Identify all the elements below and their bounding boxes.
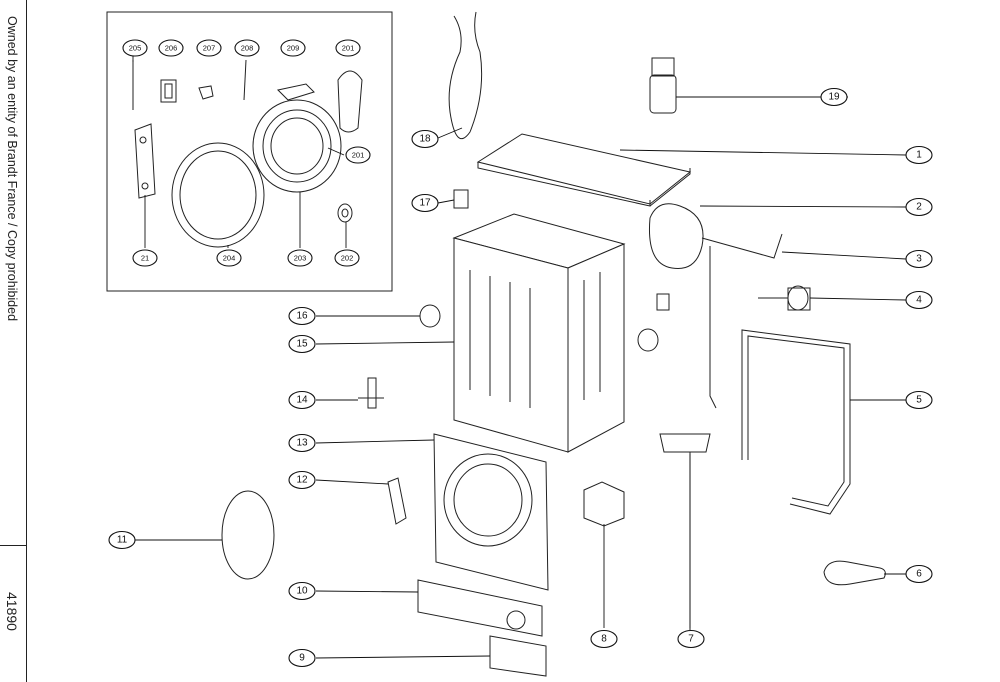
- door-inset-frame: [106, 11, 393, 292]
- svg-text:17: 17: [419, 198, 431, 209]
- svg-text:2: 2: [916, 202, 922, 213]
- svg-text:1: 1: [916, 150, 922, 161]
- callout-13: 13: [288, 433, 316, 453]
- svg-text:9: 9: [299, 653, 305, 664]
- inset-callout-206: 206: [158, 39, 184, 57]
- callout-17: 17: [411, 193, 439, 213]
- callout-1: 1: [905, 145, 933, 165]
- svg-text:203: 203: [294, 254, 307, 263]
- svg-text:10: 10: [296, 586, 308, 597]
- callout-9: 9: [288, 648, 316, 668]
- callout-2: 2: [905, 197, 933, 217]
- svg-text:207: 207: [203, 44, 216, 53]
- inset-callout-203: 203: [287, 249, 313, 267]
- callout-7: 7: [677, 629, 705, 649]
- svg-text:209: 209: [287, 44, 300, 53]
- inset-callout-201-ring: 201: [345, 146, 371, 164]
- inset-callout-202: 202: [334, 249, 360, 267]
- svg-text:201: 201: [342, 44, 355, 53]
- main-parts: [221, 11, 886, 677]
- svg-text:208: 208: [241, 44, 254, 53]
- svg-text:202: 202: [341, 254, 354, 263]
- callout-3: 3: [905, 249, 933, 269]
- svg-text:21: 21: [141, 254, 149, 263]
- leader-lines: [132, 56, 907, 659]
- callout-8: 8: [590, 629, 618, 649]
- callout-4: 4: [905, 290, 933, 310]
- callout-14: 14: [288, 390, 316, 410]
- svg-text:201: 201: [352, 151, 365, 160]
- sidebar-strip: Owned by an entity of Brandt France / Co…: [0, 0, 27, 682]
- callout-15: 15: [288, 334, 316, 354]
- callout-19: 19: [820, 87, 848, 107]
- svg-text:4: 4: [916, 295, 922, 306]
- svg-text:206: 206: [165, 44, 178, 53]
- inset-callout-21: 21: [132, 249, 158, 267]
- svg-text:5: 5: [916, 395, 922, 406]
- inset-callout-209: 209: [280, 39, 306, 57]
- callout-10: 10: [288, 581, 316, 601]
- inset-callout-207: 207: [196, 39, 222, 57]
- svg-text:8: 8: [601, 634, 607, 645]
- svg-text:3: 3: [916, 254, 922, 265]
- inset-callout-201-top: 201: [335, 39, 361, 57]
- sidebar-divider: [0, 545, 27, 546]
- callout-6: 6: [905, 564, 933, 584]
- svg-text:18: 18: [419, 134, 431, 145]
- callout-16: 16: [288, 306, 316, 326]
- svg-text:11: 11: [117, 535, 128, 546]
- svg-text:13: 13: [296, 438, 308, 449]
- callout-12: 12: [288, 470, 316, 490]
- svg-text:6: 6: [916, 569, 922, 580]
- callout-11: 11: [108, 530, 136, 550]
- svg-text:7: 7: [688, 634, 694, 645]
- svg-text:12: 12: [296, 475, 308, 486]
- svg-text:14: 14: [296, 395, 308, 406]
- callout-18: 18: [411, 129, 439, 149]
- inset-callout-205: 205: [122, 39, 148, 57]
- inset-callout-208: 208: [234, 39, 260, 57]
- svg-text:16: 16: [296, 311, 308, 322]
- inset-callout-204: 204: [216, 249, 242, 267]
- callout-5: 5: [905, 390, 933, 410]
- svg-text:204: 204: [223, 254, 236, 263]
- svg-text:205: 205: [129, 44, 142, 53]
- inset-parts: [132, 59, 363, 248]
- svg-text:19: 19: [828, 92, 840, 103]
- svg-text:15: 15: [296, 339, 308, 350]
